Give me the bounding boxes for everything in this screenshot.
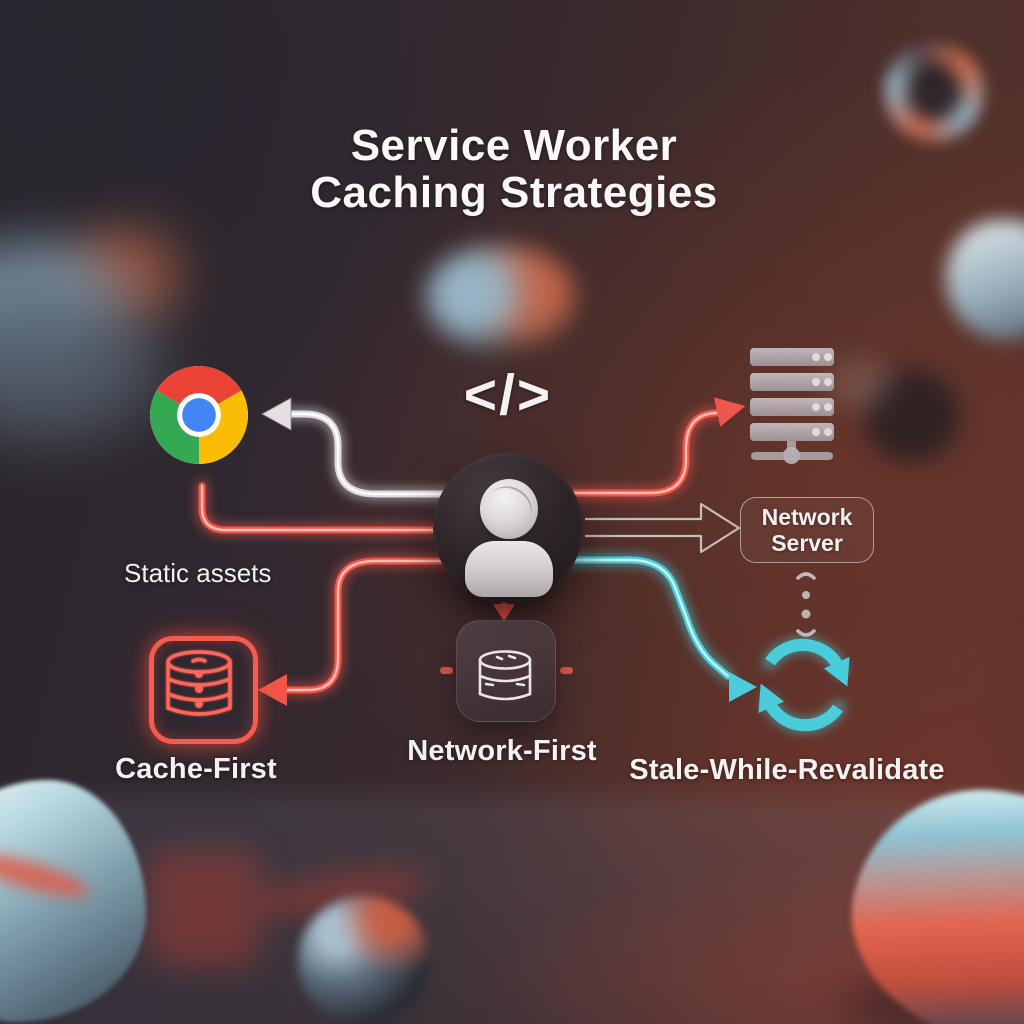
refresh-sync-icon: [758, 636, 850, 734]
red-glow-reflection: [148, 850, 260, 966]
user-avatar-icon: [480, 479, 538, 539]
arrow-to-cache-first: [258, 561, 470, 706]
background-blob: [424, 244, 576, 352]
arrow-to-browser: [261, 397, 445, 494]
network-server-label-line1: Network: [761, 504, 853, 530]
server-stack-icon: [750, 348, 836, 464]
background-glow: [828, 358, 892, 410]
background-sphere: [884, 42, 984, 142]
page-title-line1: Service Worker: [350, 121, 678, 170]
code-tag-icon: </>: [463, 363, 553, 427]
background-sphere: [864, 370, 960, 462]
arrow-to-server: [545, 397, 746, 493]
network-first-label: Network-First: [407, 735, 597, 767]
static-assets-label: Static assets: [124, 558, 272, 588]
cache-first-label: Cache-First: [115, 753, 277, 785]
network-server-box: Network Server: [740, 497, 874, 563]
network-server-label-line2: Server: [771, 530, 843, 556]
dotted-connector-icon: [796, 572, 816, 637]
page-title-line2: Caching Strategies: [310, 168, 718, 217]
service-worker-client-node: [433, 453, 583, 603]
arrowhead-right-icon: [713, 397, 746, 427]
red-dash-icon: [440, 667, 453, 674]
page-title: Service Worker Caching Strategies: [0, 122, 1024, 216]
chrome-browser-icon: [150, 365, 248, 464]
glass-sphere: [298, 896, 430, 1024]
arrow-to-revalidate: [545, 560, 757, 702]
hollow-arrow-to-network-server-icon: [585, 502, 741, 554]
cache-first-node: [149, 636, 258, 744]
user-avatar-body: [465, 541, 553, 597]
network-first-node: [456, 620, 556, 722]
database-icon: [166, 650, 232, 716]
red-dash-icon: [560, 667, 573, 674]
arrowhead-right-icon: [729, 672, 757, 702]
stale-while-revalidate-label: Stale-While-Revalidate: [629, 754, 945, 786]
arrowhead-left-icon: [258, 674, 287, 706]
arrowhead-left-icon: [261, 397, 292, 431]
database-icon: [478, 650, 532, 701]
